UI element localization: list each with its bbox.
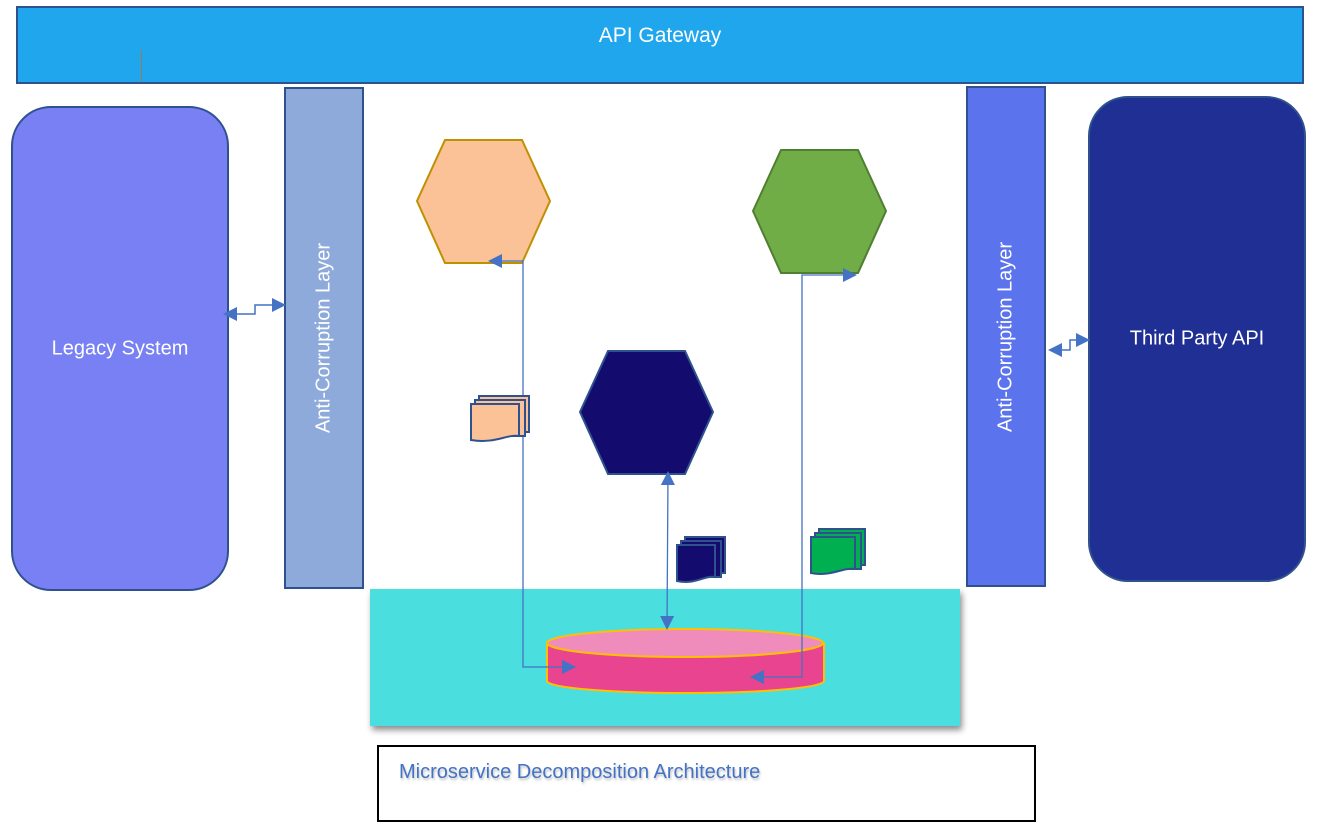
diagram-caption: Microservice Decomposition Architecture [377, 745, 1036, 822]
navy-documents-icon [676, 536, 726, 583]
legacy-system[interactable]: Legacy System [11, 106, 229, 591]
green-db-connector [750, 268, 857, 684]
caption-text: Microservice Decomposition Architecture [399, 761, 761, 783]
acl-thirdparty-connector [1048, 333, 1090, 357]
green-documents-icon [810, 528, 866, 575]
database-cylinder[interactable] [546, 628, 825, 695]
navy-db-connector [660, 471, 675, 630]
peach-documents-icon [470, 395, 530, 442]
peach-db-connector [488, 254, 576, 674]
green-service-hexagon[interactable] [751, 149, 888, 274]
api-gateway[interactable]: API Gateway [16, 6, 1304, 84]
anti-corruption-layer-left[interactable]: Anti-Corruption Layer [284, 87, 364, 589]
third-party-api-label: Third Party API [1129, 327, 1265, 350]
api-gateway-label: API Gateway [598, 24, 722, 47]
anti-corruption-layer-right[interactable]: Anti-Corruption Layer [966, 86, 1046, 587]
peach-service-hexagon[interactable] [415, 139, 552, 264]
navy-service-hexagon[interactable] [578, 350, 715, 475]
gateway-tick-mark [141, 50, 142, 82]
legacy-system-label: Legacy System [51, 337, 189, 359]
third-party-api[interactable]: Third Party API [1088, 96, 1306, 582]
legacy-acl-connector [223, 298, 286, 321]
